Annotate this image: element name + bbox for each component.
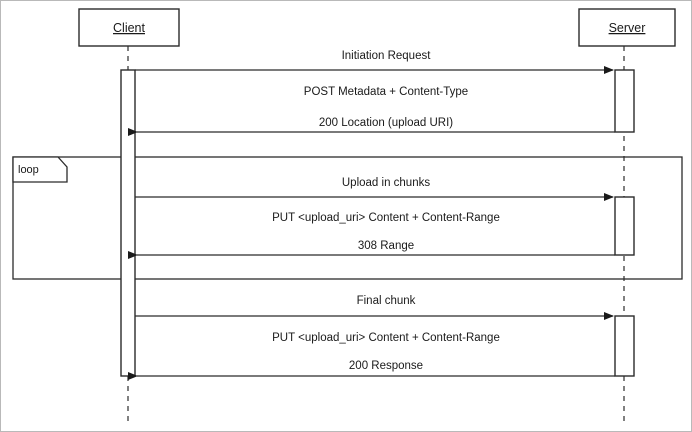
activation-server-chunk[interactable] bbox=[614, 196, 635, 256]
note-final-chunk: Final chunk bbox=[357, 295, 416, 307]
note-initiation-request: Initiation Request bbox=[342, 50, 432, 62]
message-200-response[interactable]: 200 Response bbox=[128, 360, 615, 380]
activation-server-initiation[interactable] bbox=[614, 69, 635, 133]
message-308-range-label: 308 Range bbox=[358, 240, 414, 252]
message-200-location-label: 200 Location (upload URI) bbox=[319, 117, 453, 129]
activation-client[interactable] bbox=[120, 69, 136, 377]
activation-server-final[interactable] bbox=[614, 315, 635, 377]
participant-client-label: Client bbox=[113, 21, 145, 35]
loop-fragment-label: loop bbox=[18, 164, 39, 176]
message-put-chunk[interactable]: PUT <upload_uri> Content + Content-Range bbox=[135, 193, 614, 224]
message-put-chunk-label: PUT <upload_uri> Content + Content-Range bbox=[272, 212, 500, 224]
message-post-metadata[interactable]: POST Metadata + Content-Type bbox=[135, 66, 614, 98]
message-post-metadata-label: POST Metadata + Content-Type bbox=[304, 86, 468, 98]
participant-client[interactable]: Client bbox=[78, 8, 180, 47]
participant-server-label: Server bbox=[609, 21, 646, 35]
note-upload-in-chunks: Upload in chunks bbox=[342, 177, 430, 189]
message-put-final-label: PUT <upload_uri> Content + Content-Range bbox=[272, 332, 500, 344]
loop-fragment[interactable]: loop bbox=[12, 156, 683, 280]
participant-server[interactable]: Server bbox=[578, 8, 676, 47]
message-put-final[interactable]: PUT <upload_uri> Content + Content-Range bbox=[135, 312, 614, 344]
message-308-range[interactable]: 308 Range bbox=[128, 240, 615, 259]
message-200-response-label: 200 Response bbox=[349, 360, 423, 372]
message-200-location[interactable]: 200 Location (upload URI) bbox=[128, 117, 615, 136]
